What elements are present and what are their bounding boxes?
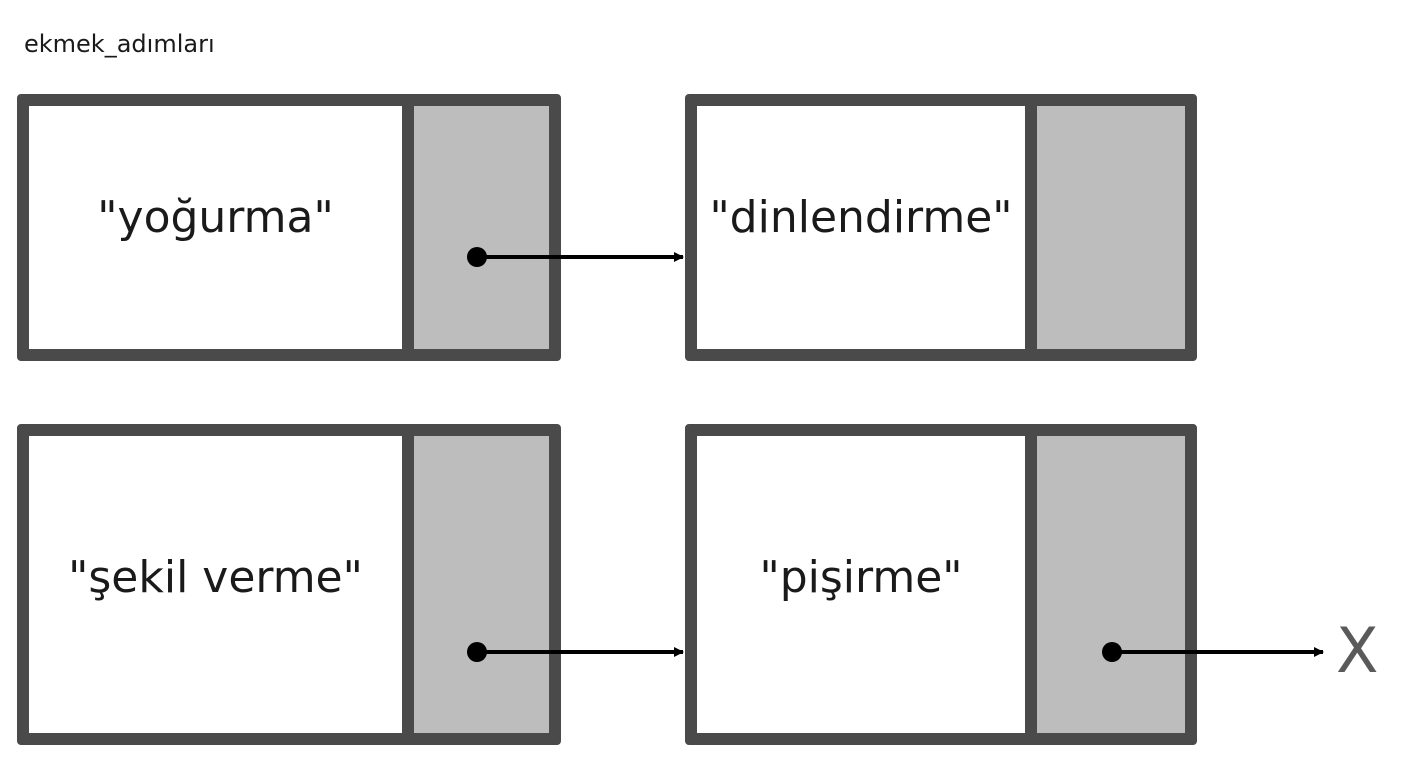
list-node-3: "şekil verme": [17, 424, 561, 745]
list-node-2: "dinlendirme": [685, 94, 1197, 361]
list-node-1: "yoğurma": [17, 94, 561, 361]
node-next-pointer-3: [402, 436, 549, 733]
node-value-3: "şekil verme": [68, 552, 363, 603]
diagram-title: ekmek_adımları: [24, 30, 215, 58]
node-next-pointer-1: [402, 106, 549, 349]
node-value-2: "dinlendirme": [709, 192, 1013, 243]
node-value-1: "yoğurma": [97, 192, 334, 243]
list-node-4: "pişirme": [685, 424, 1197, 745]
node-next-pointer-2: [1025, 106, 1185, 349]
node-value-4: "pişirme": [759, 552, 963, 603]
null-terminator: X: [1336, 614, 1379, 687]
node-next-pointer-4: [1025, 436, 1185, 733]
